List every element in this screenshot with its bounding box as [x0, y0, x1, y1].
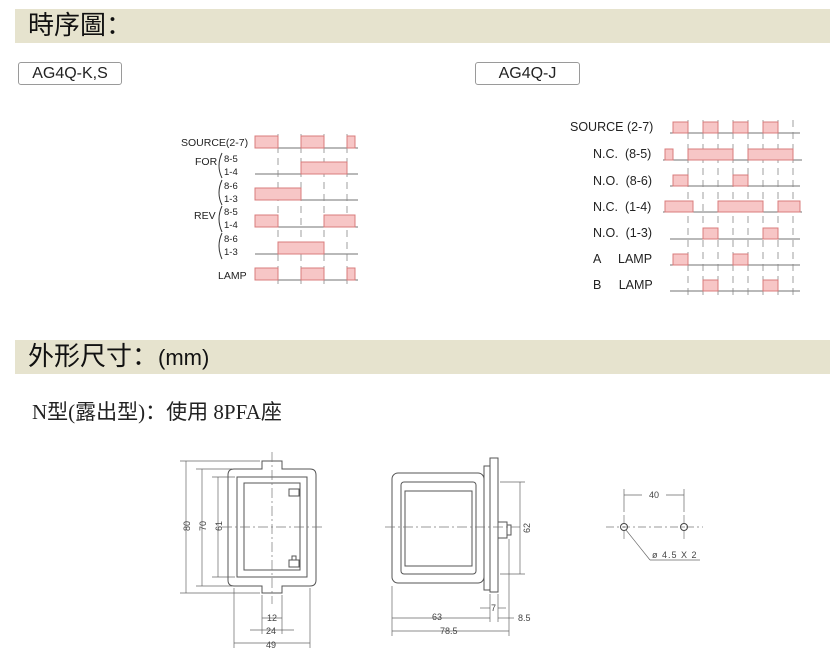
timing-chart-header — [15, 9, 830, 43]
dim-70: 70 — [198, 521, 208, 531]
dim-62: 62 — [522, 523, 532, 533]
dim-40: 40 — [649, 490, 659, 500]
dim-49: 49 — [266, 640, 276, 650]
dim-80: 80 — [182, 521, 192, 531]
label-source: SOURCE(2-7) — [181, 137, 248, 149]
dim-12: 12 — [267, 613, 277, 623]
label-8-6-b: 8-6 — [224, 234, 238, 245]
model-tag-j: AG4Q-J — [475, 62, 580, 85]
label-for: FOR — [195, 156, 218, 168]
timing-chart-title: 時序圖： — [28, 11, 133, 41]
dim-8-5: 8.5 — [518, 613, 531, 623]
row-a-lamp: A LAMP — [593, 252, 652, 266]
dimensions-unit: (mm) — [158, 345, 210, 370]
label-1-4-b: 1-4 — [224, 220, 238, 231]
label-1-3-a: 1-3 — [224, 194, 238, 205]
dim-7: 7 — [491, 603, 496, 613]
dim-24: 24 — [266, 626, 276, 636]
dimensions-header — [15, 340, 830, 374]
dimensions-title-text: 外形尺寸： — [28, 342, 159, 372]
row-nc-8-5: N.C. (8-5) — [593, 147, 651, 161]
row-nc-1-4: N.C. (1-4) — [593, 200, 651, 214]
label-rev: REV — [194, 210, 216, 222]
row-no-1-3: N.O. (1-3) — [593, 226, 652, 240]
label-1-4-a: 1-4 — [224, 167, 238, 178]
label-1-3-b: 1-3 — [224, 247, 238, 258]
hole-spec: ø 4.5 X 2 — [652, 550, 698, 560]
label-lamp: LAMP — [218, 270, 247, 282]
label-8-6-a: 8-6 — [224, 181, 238, 192]
dim-63: 63 — [432, 612, 442, 622]
label-8-5-b: 8-5 — [224, 207, 238, 218]
model-tag-k: AG4Q-K,S — [18, 62, 122, 85]
label-8-5-a: 8-5 — [224, 154, 238, 165]
dim-78-5: 78.5 — [440, 626, 458, 636]
mounting-note: N型(露出型)：使用 8PFA座 — [32, 400, 282, 424]
dimensions-title: 外形尺寸：(mm) — [28, 340, 209, 375]
row-source: SOURCE (2-7) — [570, 120, 653, 134]
dim-61: 61 — [214, 521, 224, 531]
row-no-8-6: N.O. (8-6) — [593, 174, 652, 188]
row-b-lamp: B LAMP — [593, 278, 653, 292]
